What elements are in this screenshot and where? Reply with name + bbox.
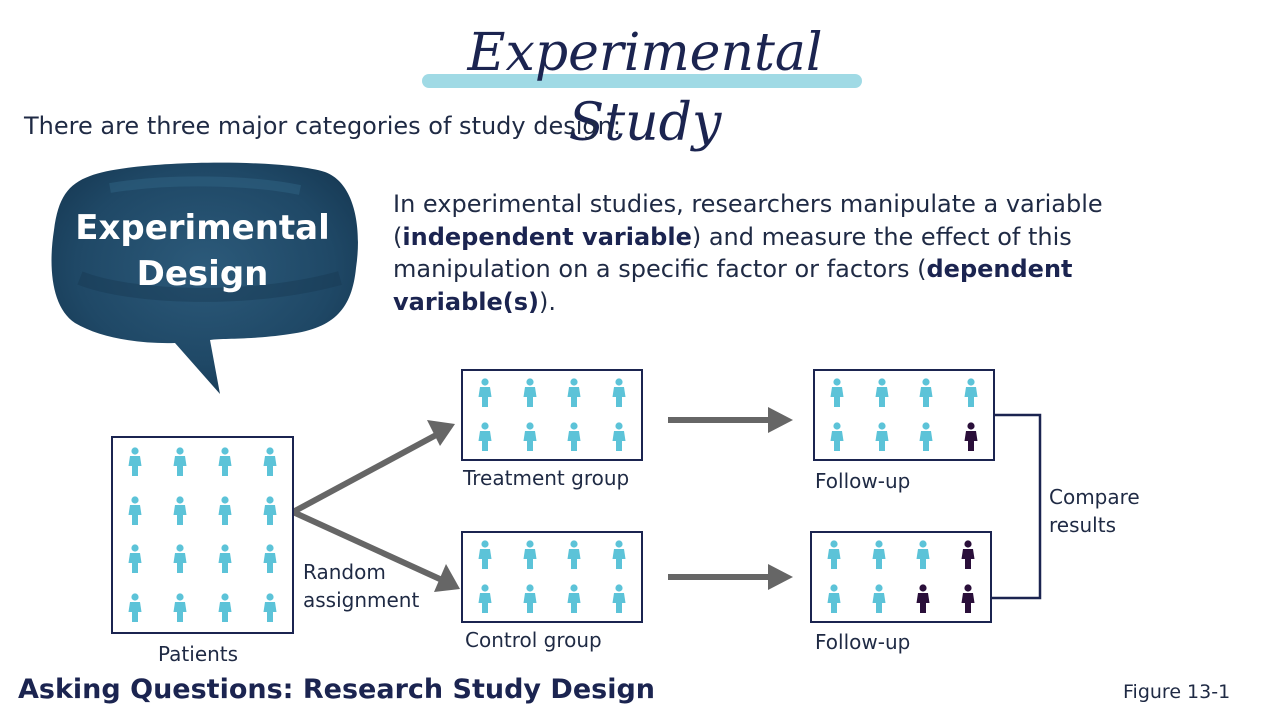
- person-icon: [262, 447, 278, 477]
- description-text: In experimental studies, researchers man…: [393, 188, 1113, 318]
- patients-box: [111, 436, 294, 634]
- independent-variable-term: independent variable: [402, 222, 692, 251]
- person-icon: [172, 593, 188, 623]
- person-icon: [566, 540, 582, 570]
- person-icon: [217, 544, 233, 574]
- arrow-control-followup-head: [768, 564, 793, 590]
- dependent-variable-term: dependent variable(s): [393, 255, 1073, 316]
- compare-bracket: [992, 413, 1042, 600]
- person-icon: [871, 540, 887, 570]
- person-icon-affected: [915, 584, 931, 614]
- person-icon-affected: [960, 584, 976, 614]
- desc-part3: ).: [539, 287, 557, 316]
- person-icon: [611, 584, 627, 614]
- person-icon: [477, 584, 493, 614]
- person-icon: [874, 422, 890, 452]
- person-icon: [522, 422, 538, 452]
- speech-bubble: [51, 162, 358, 394]
- person-icon: [127, 544, 143, 574]
- followup-treatment-box: [813, 369, 995, 461]
- person-icon: [172, 544, 188, 574]
- person-icon-affected: [960, 540, 976, 570]
- page-title: Experimental Study: [467, 23, 823, 153]
- treatment-group-label: Treatment group: [463, 466, 630, 490]
- bubble-line2: Design: [136, 254, 269, 294]
- footer-title: Asking Questions: Research Study Design: [18, 674, 656, 705]
- bubble-label: Experimental Design: [60, 205, 345, 297]
- person-icon: [874, 378, 890, 408]
- person-icon: [172, 496, 188, 526]
- person-icon: [963, 378, 979, 408]
- person-icon: [826, 584, 842, 614]
- control-group-label: Control group: [465, 628, 602, 652]
- arrow-to-control: [291, 509, 444, 583]
- title-block: Experimental Study: [420, 10, 870, 153]
- person-icon: [829, 422, 845, 452]
- person-icon: [477, 422, 493, 452]
- person-icon: [522, 540, 538, 570]
- person-icon: [611, 540, 627, 570]
- person-icon: [522, 378, 538, 408]
- person-icon: [611, 378, 627, 408]
- person-icon: [477, 378, 493, 408]
- person-icon: [918, 378, 934, 408]
- figure-label: Figure 13-1: [1123, 681, 1231, 703]
- person-icon: [918, 422, 934, 452]
- random-assignment-label: Random assignment: [303, 560, 420, 612]
- person-icon: [217, 496, 233, 526]
- title-highlight: [422, 74, 862, 88]
- patients-label: Patients: [158, 642, 239, 666]
- arrow-to-control-head: [434, 564, 460, 592]
- person-icon: [829, 378, 845, 408]
- followup-treatment-label: Follow-up: [815, 469, 911, 493]
- person-icon: [172, 447, 188, 477]
- person-icon: [127, 593, 143, 623]
- person-icon: [127, 447, 143, 477]
- followup-control-label: Follow-up: [815, 630, 911, 654]
- desc-part1: In experimental studies, researchers man…: [393, 190, 1103, 251]
- person-icon: [566, 378, 582, 408]
- person-icon: [611, 422, 627, 452]
- person-icon: [127, 496, 143, 526]
- person-icon: [262, 593, 278, 623]
- person-icon: [915, 540, 931, 570]
- person-icon: [217, 447, 233, 477]
- intro-text: There are three major categories of stud…: [24, 112, 621, 140]
- arrow-to-treatment-head: [427, 420, 455, 446]
- followup-control-box: [810, 531, 992, 623]
- bubble-line1: Experimental: [75, 208, 330, 248]
- arrow-treatment-followup-head: [768, 407, 793, 433]
- desc-part2: ) and measure the effect of this manipul…: [393, 222, 1072, 284]
- treatment-group-box: [461, 369, 643, 461]
- person-icon: [871, 584, 887, 614]
- compare-results-label: Compare results: [1049, 485, 1140, 537]
- person-icon: [522, 584, 538, 614]
- person-icon: [262, 496, 278, 526]
- person-icon: [566, 584, 582, 614]
- person-icon: [217, 593, 233, 623]
- arrow-to-treatment: [291, 431, 440, 515]
- person-icon: [477, 540, 493, 570]
- person-icon: [566, 422, 582, 452]
- person-icon: [262, 544, 278, 574]
- person-icon-affected: [963, 422, 979, 452]
- person-icon: [826, 540, 842, 570]
- control-group-box: [461, 531, 643, 623]
